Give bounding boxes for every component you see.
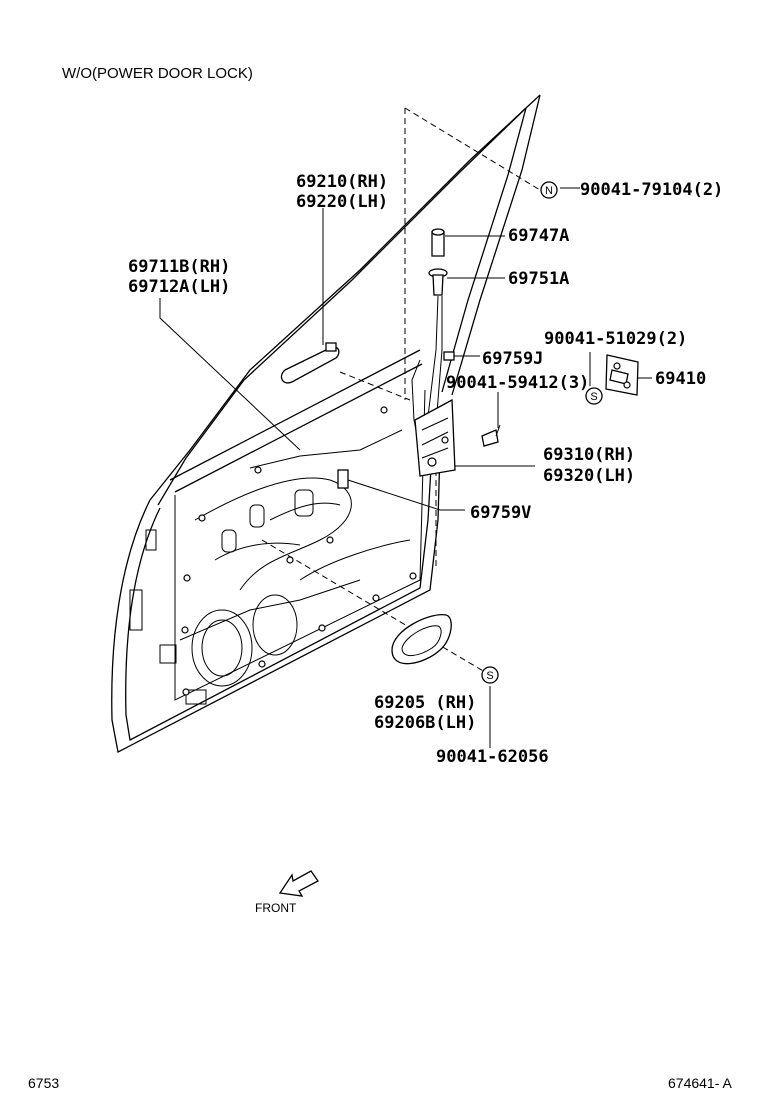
callout-69712a: 69712A(LH)	[128, 277, 230, 297]
callout-69711b: 69711B(RH)	[128, 257, 230, 277]
door-panel	[111, 94, 541, 753]
door-striker	[605, 354, 639, 396]
rod-clip-v	[337, 469, 349, 489]
n-mark: N	[540, 181, 558, 199]
callout-69759j: 69759J	[482, 349, 543, 369]
footer-right: 674641- A	[668, 1075, 732, 1091]
knob-bushing	[428, 268, 448, 296]
svg-text:N: N	[545, 185, 553, 197]
door-lock-assembly	[411, 295, 456, 477]
lock-screw	[481, 424, 501, 447]
callout-69205: 69205 (RH)	[374, 693, 476, 713]
lock-knob	[431, 228, 445, 257]
callout-90041-59412: 90041-59412(3)	[446, 373, 589, 393]
lock-rod	[249, 429, 403, 469]
rod-clip-j	[443, 351, 455, 361]
callout-69759v: 69759V	[470, 503, 531, 523]
callout-69210: 69210(RH)	[296, 172, 388, 192]
reference-lines	[261, 107, 541, 676]
callout-90041-51029: 90041-51029(2)	[544, 329, 687, 349]
callout-90041-79104: 90041-79104(2)	[580, 180, 723, 200]
callout-69320: 69320(LH)	[543, 466, 635, 486]
footer-left: 6753	[28, 1075, 59, 1091]
callout-69747a: 69747A	[508, 226, 569, 246]
front-arrow-icon	[278, 870, 319, 897]
callout-69220: 69220(LH)	[296, 192, 388, 212]
leader-lines	[159, 187, 652, 748]
inside-handle	[391, 614, 452, 665]
outside-handle	[280, 342, 340, 384]
front-label: FRONT	[255, 901, 297, 915]
s-mark-striker: S	[585, 387, 603, 405]
svg-text:S: S	[590, 391, 597, 403]
callout-69206b: 69206B(LH)	[374, 713, 476, 733]
callout-90041-62056: 90041-62056	[436, 747, 549, 767]
callout-69410: 69410	[655, 369, 706, 389]
s-mark-handle: S	[481, 666, 499, 684]
callout-69751a: 69751A	[508, 269, 569, 289]
svg-text:S: S	[486, 670, 493, 682]
diagram-title: W/O(POWER DOOR LOCK)	[62, 65, 253, 82]
callout-69310: 69310(RH)	[543, 445, 635, 465]
